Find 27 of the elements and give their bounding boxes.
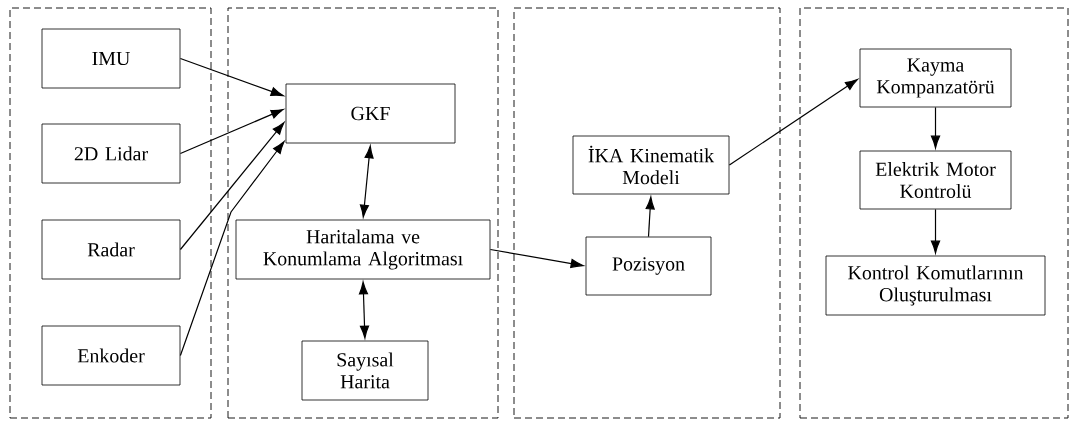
arrow	[359, 145, 374, 218]
process-box: Sayısal Harita	[301, 340, 429, 401]
dashed-panel	[227, 7, 499, 419]
arrow	[179, 141, 285, 357]
arrow	[489, 248, 584, 269]
dashed-panel	[799, 7, 1069, 419]
arrow	[930, 208, 941, 254]
dashed-panel	[513, 7, 781, 419]
arrow	[728, 78, 858, 166]
process-box: Enkoder	[41, 325, 181, 386]
process-box: İKA Kinematik Modeli	[572, 135, 730, 195]
process-box: Kayma Kompanzatörü	[859, 48, 1012, 108]
process-box: Pozisyon	[585, 236, 712, 296]
arrow	[358, 281, 370, 339]
process-box: Kontrol Komutlarının Oluşturulması	[825, 255, 1046, 316]
process-box: Haritalama ve Konumlama Algoritması	[235, 219, 491, 280]
arrow	[645, 196, 655, 238]
dashed-panel	[9, 7, 212, 419]
arrow	[179, 109, 284, 155]
arrow	[930, 106, 941, 149]
process-box: IMU	[41, 28, 181, 89]
process-box: Elektrik Motor Kontrolü	[859, 150, 1012, 210]
process-box: Radar	[41, 219, 181, 280]
arrow	[179, 122, 285, 251]
process-box: GKF	[285, 83, 456, 144]
process-box: 2D Lidar	[41, 123, 181, 184]
arrow	[179, 57, 284, 97]
